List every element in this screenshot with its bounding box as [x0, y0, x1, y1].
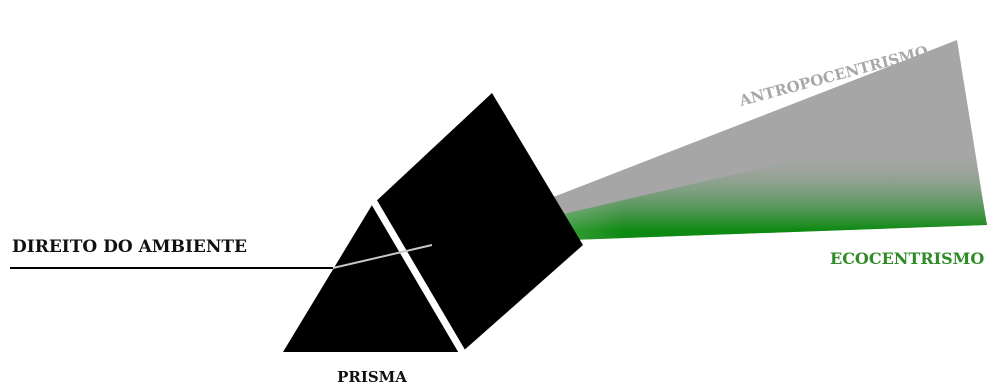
ecocentrismo-label: ECOCENTRISMO	[830, 249, 984, 268]
prism	[283, 93, 583, 355]
input-label: DIREITO DO AMBIENTE	[12, 237, 247, 257]
prism-label: PRISMA	[337, 368, 407, 386]
